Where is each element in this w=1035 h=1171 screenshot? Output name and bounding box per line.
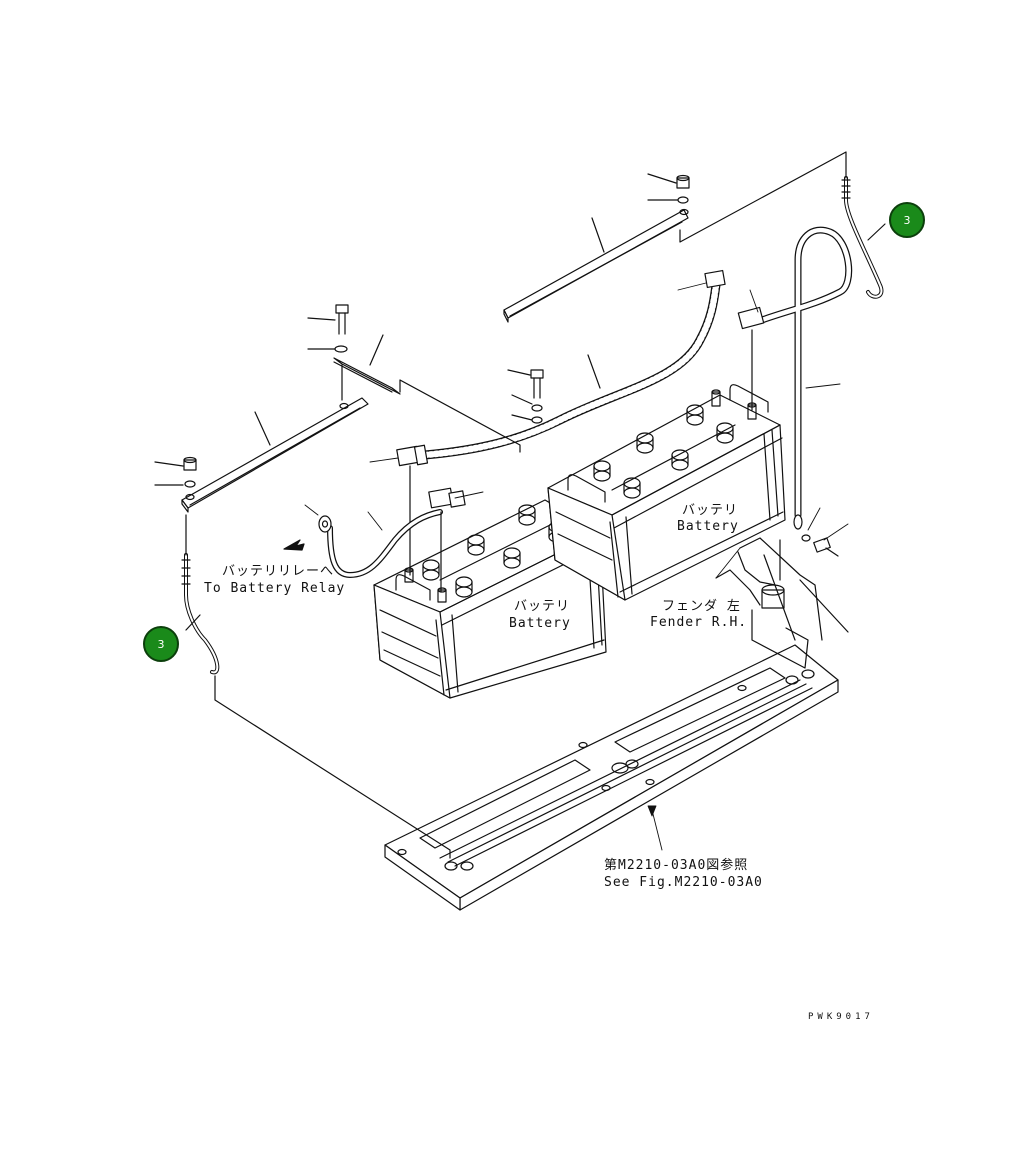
battery-right-label-jp: バッテリ (682, 503, 739, 518)
hold-down-bracket-left (154, 304, 521, 513)
callout-label: 3 (157, 637, 165, 651)
battery-left-label-jp: バッテリ (514, 599, 571, 614)
relay-label-jp: バッテリリレーへ (222, 564, 335, 579)
fender-label-jp: フェンダ 左 (662, 599, 741, 614)
drawing-code: PWK9017 (808, 1012, 874, 1022)
reference-label-en: See Fig.M2210-03A0 (604, 875, 763, 890)
battery-left-label-en: Battery (509, 616, 571, 631)
battery-right-label-en: Battery (677, 519, 739, 534)
ground-cable (737, 226, 853, 557)
relay-cable (283, 487, 466, 593)
leader-lines (304, 282, 849, 851)
callout-label: 3 (903, 213, 911, 227)
spiral-wire-harness (396, 269, 726, 576)
battery-tray (384, 644, 839, 911)
fender-bracket (715, 537, 849, 669)
relay-label-en: To Battery Relay (204, 581, 346, 596)
j-bolt-left (181, 514, 451, 859)
callout-3-left[interactable]: 3 (143, 626, 179, 662)
fender-label-en: Fender R.H. (650, 615, 748, 630)
hold-down-bracket-top (503, 173, 690, 323)
center-bolt (507, 354, 601, 424)
callout-3-right[interactable]: 3 (889, 202, 925, 238)
battery-left (373, 499, 607, 699)
reference-label-jp: 第M2210-03A0図参照 (604, 858, 749, 873)
j-bolt-right (679, 151, 886, 299)
battery-right (547, 384, 786, 601)
